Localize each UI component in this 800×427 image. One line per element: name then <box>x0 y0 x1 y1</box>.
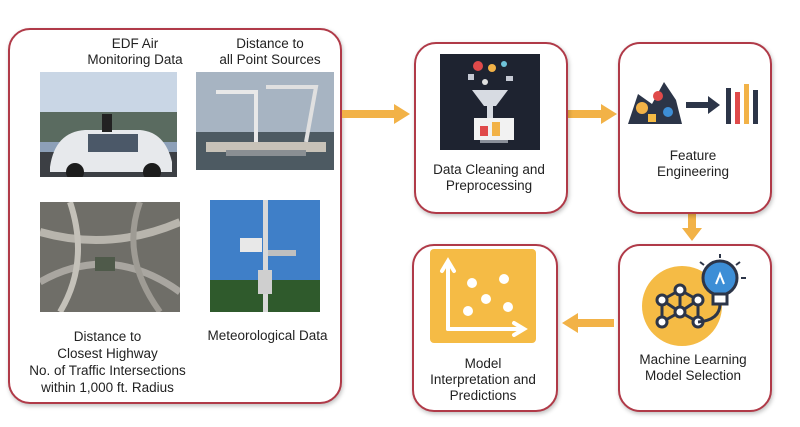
feature-engineering-step <box>618 42 772 214</box>
data-funnel-icon <box>440 54 540 150</box>
feature-engineering-label: Feature Engineering <box>622 148 764 180</box>
ml-label-line2: Model Selection <box>644 368 742 383</box>
interp-label-line1: Model <box>464 356 502 371</box>
ml-label-line1: Machine Learning <box>639 352 747 367</box>
arrow-feature-to-ml <box>682 212 702 241</box>
point-sources-label-line2: all Point Sources <box>219 52 321 67</box>
point-sources-label-line1: Distance to <box>236 36 304 51</box>
meteorological-label: Meteorological Data <box>200 328 335 344</box>
model-interpretation-label: Model Interpretation and Predictions <box>414 356 552 404</box>
ml-model-selection-label: Machine Learning Model Selection <box>622 352 764 384</box>
arrow-sources-to-cleaning <box>342 104 410 124</box>
interp-label-line3: Predictions <box>449 388 517 403</box>
scatter-plot-icon <box>430 249 536 343</box>
highway-label-line1: Distance to <box>73 329 142 344</box>
feature-transform-icon <box>624 74 764 130</box>
weather-station-image <box>210 200 320 312</box>
feature-engineering-label-line1: Feature <box>669 148 717 163</box>
data-cleaning-label: Data Cleaning and Preprocessing <box>418 162 560 194</box>
weather-station-photo <box>210 200 320 312</box>
edf-air-label-line2: Monitoring Data <box>87 52 183 67</box>
edf-air-label-line1: EDF Air <box>111 36 159 51</box>
feature-engineering-label-line2: Engineering <box>656 164 730 179</box>
highway-label-line2: Closest Highway <box>57 346 158 361</box>
highway-label: Distance to Closest Highway No. of Traff… <box>20 328 195 396</box>
aerial-highway-photo <box>40 202 180 312</box>
cranes-photo-image <box>196 72 334 170</box>
arrow-cleaning-to-feature <box>567 104 617 124</box>
highway-label-line4: within 1,000 ft. Radius <box>41 380 174 395</box>
car-photo-image <box>40 72 177 177</box>
arrow-ml-to-interpretation <box>562 313 614 333</box>
street-view-car-photo <box>40 72 177 177</box>
data-cleaning-label-line1: Data Cleaning and <box>433 162 545 177</box>
interp-label-line2: Interpretation and <box>430 372 536 387</box>
highway-label-line3: No. of Traffic Intersections <box>29 363 186 378</box>
meteorological-label-text: Meteorological Data <box>207 328 328 343</box>
neural-network-bulb-icon <box>636 250 752 350</box>
port-cranes-photo <box>196 72 334 170</box>
highway-photo-image <box>40 202 180 312</box>
data-cleaning-label-line2: Preprocessing <box>445 178 533 193</box>
edf-air-label: EDF Air Monitoring Data <box>70 36 200 68</box>
point-sources-label: Distance to all Point Sources <box>205 36 335 68</box>
